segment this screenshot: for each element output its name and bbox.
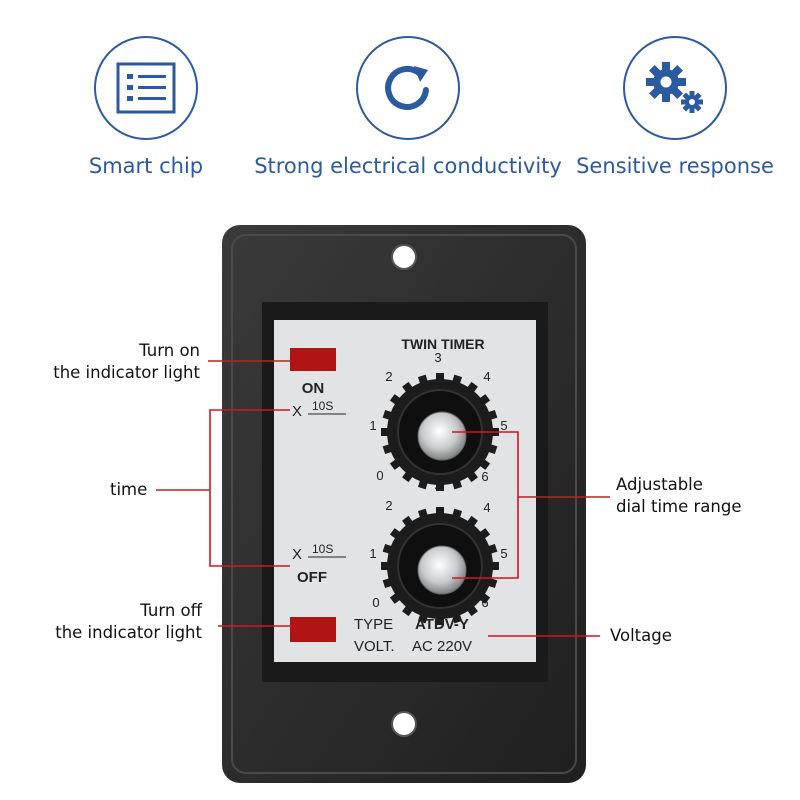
- feature-response: Sensitive response: [525, 36, 800, 178]
- dial-rib: [417, 374, 430, 389]
- dial-top-number-5: 5: [500, 418, 507, 433]
- gears-icon: [623, 36, 727, 140]
- mounting-hole-bottom: [391, 711, 417, 737]
- dial-rib: [464, 601, 478, 617]
- feature-smart-chip: Smart chip: [0, 36, 296, 178]
- smart-chip-icon: [94, 36, 198, 140]
- dial-top-number-3: 3: [434, 350, 441, 365]
- refresh-icon: [356, 36, 460, 140]
- dial-rib: [417, 508, 430, 523]
- dial-top-number-0: 0: [376, 468, 383, 483]
- multiplier-value-top: 10S: [312, 399, 333, 413]
- dial-rib: [417, 475, 430, 490]
- dial-rib: [382, 543, 397, 556]
- dial-rib: [483, 409, 498, 422]
- callout-turn-off-line2: the indicator light: [55, 623, 202, 642]
- callout-turn-off-line1: Turn off: [140, 601, 202, 620]
- dial-top-number-1: 1: [369, 418, 376, 433]
- top-dial-knob[interactable]: [381, 373, 499, 491]
- dial-rib: [475, 590, 491, 604]
- dial-rib: [389, 590, 405, 604]
- dial-bottom-number-5: 5: [500, 546, 507, 561]
- dial-rib: [436, 507, 444, 519]
- callout-turn-on-line2: the indicator light: [53, 363, 200, 382]
- dial-rib: [389, 394, 405, 408]
- dial-metal-cap: [417, 545, 467, 595]
- dial-rib: [464, 515, 478, 531]
- dial-rib: [483, 442, 498, 455]
- on-label: ON: [302, 380, 325, 397]
- type-value: ATDV-Y: [415, 616, 469, 633]
- dial-rib: [487, 562, 499, 570]
- dial-top-number-2: 2: [385, 369, 392, 384]
- dial-rib: [436, 613, 444, 625]
- dial-rib: [402, 381, 416, 397]
- dial-rib: [382, 442, 397, 455]
- type-label: TYPE: [354, 616, 393, 633]
- callout-bracket-time: [209, 409, 290, 567]
- dial-metal-cap: [417, 411, 467, 461]
- feature-label: Sensitive response: [576, 154, 774, 178]
- multiplier-x-bottom: X: [292, 546, 302, 563]
- dial-rib: [381, 428, 393, 436]
- multiplier-x-top: X: [292, 403, 302, 420]
- callout-adjustable-line2: dial time range: [616, 497, 742, 516]
- dial-rib: [450, 475, 463, 490]
- dial-rib: [464, 381, 478, 397]
- dial-rib: [450, 374, 463, 389]
- dial-bottom-number-1: 1: [369, 546, 376, 561]
- dial-rib: [417, 609, 430, 624]
- mounting-hole-top: [391, 244, 417, 270]
- dial-bottom-number-0: 0: [372, 595, 379, 610]
- dial-rib: [464, 467, 478, 483]
- dial-bottom-number-4: 4: [483, 500, 490, 515]
- dial-top-number-6: 6: [481, 469, 488, 484]
- dial-rib: [389, 456, 405, 470]
- dial-rib: [402, 467, 416, 483]
- dial-rib: [389, 528, 405, 542]
- dial-rib: [436, 479, 444, 491]
- feature-conductivity: Strong electrical conductivity: [254, 36, 562, 178]
- volt-value: AC 220V: [412, 638, 472, 655]
- dial-rib: [381, 562, 393, 570]
- dial-rib: [402, 601, 416, 617]
- callout-turn-on-line1: Turn on: [139, 341, 200, 360]
- on-indicator-light: [290, 348, 336, 371]
- dial-bottom-number-2: 2: [385, 498, 392, 513]
- dial-rib: [450, 609, 463, 624]
- feature-label: Strong electrical conductivity: [254, 154, 562, 178]
- volt-label: VOLT.: [354, 638, 395, 655]
- dial-rib: [475, 456, 491, 470]
- bottom-dial-knob[interactable]: [381, 507, 499, 625]
- dial-rib: [382, 409, 397, 422]
- dial-rib: [483, 543, 498, 556]
- callout-voltage: Voltage: [610, 626, 672, 645]
- callout-turn-off: Turn off the indicator light: [55, 600, 202, 644]
- dial-rib: [475, 394, 491, 408]
- dial-rib: [402, 515, 416, 531]
- dial-rib: [475, 528, 491, 542]
- callout-bracket-dial: [452, 431, 519, 579]
- dial-rib: [450, 508, 463, 523]
- device-title: TWIN TIMER: [401, 336, 484, 352]
- dial-rib: [483, 576, 498, 589]
- off-label: OFF: [297, 569, 327, 586]
- dial-top-number-4: 4: [483, 369, 490, 384]
- off-indicator-light: [290, 617, 336, 642]
- dial-rib: [382, 576, 397, 589]
- callout-time: time: [110, 480, 148, 499]
- dial-rib: [436, 373, 444, 385]
- multiplier-value-bottom: 10S: [312, 542, 333, 556]
- feature-label: Smart chip: [88, 154, 204, 178]
- callout-adjustable: Adjustable dial time range: [616, 474, 742, 518]
- callout-turn-on: Turn on the indicator light: [53, 340, 200, 384]
- callout-adjustable-line1: Adjustable: [616, 475, 703, 494]
